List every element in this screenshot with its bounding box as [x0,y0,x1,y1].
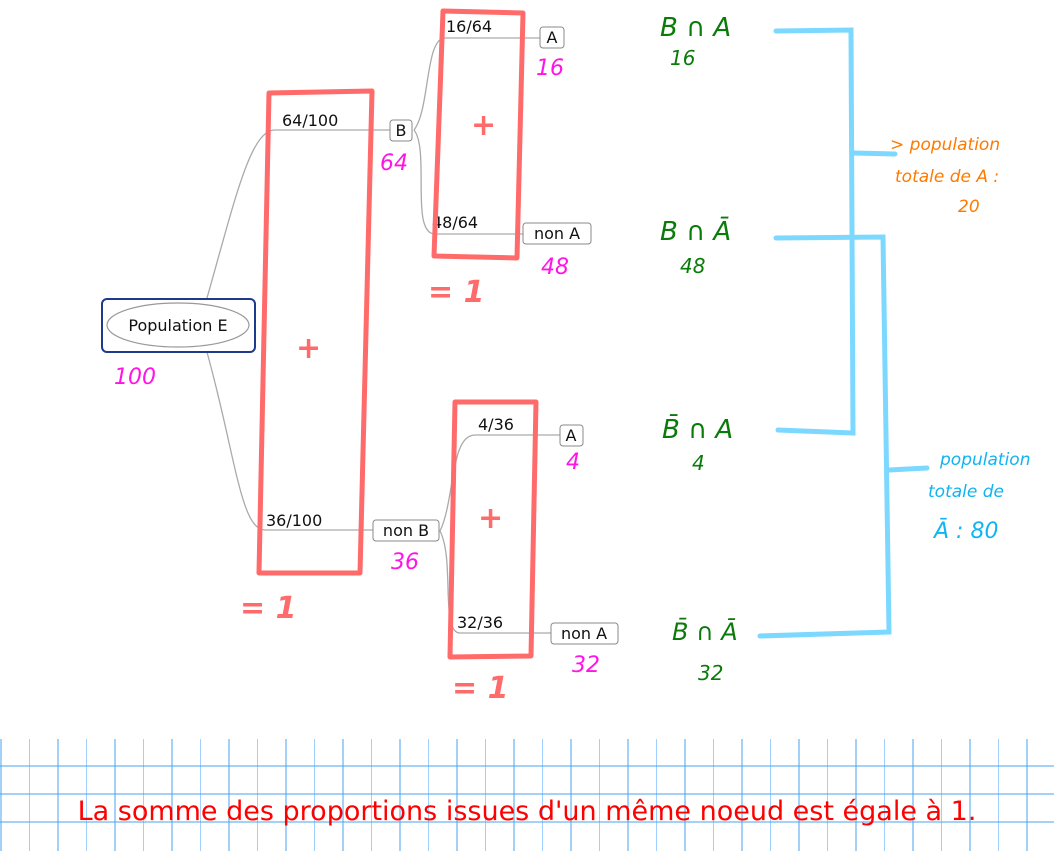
prob-nonb-non-a: 32/36 [457,613,503,632]
plus-sign: + [478,501,503,536]
count-b-non-a: 48 [541,255,569,280]
root-node[interactable]: Population E [101,298,256,353]
intersection-label: B ∩ A [660,13,731,43]
svg-text:20: 20 [958,197,980,217]
count-b: 64 [380,151,408,176]
prob-b-non-a: 48/64 [432,213,478,232]
node-nonb-non-a[interactable]: non A [550,622,619,645]
sum-boxes [256,8,539,660]
sum-one-label: = 1 [428,275,484,310]
svg-text:A: A [547,28,558,47]
svg-text:population: population [939,450,1030,470]
prob-b: 64/100 [282,111,338,130]
footer-note: La somme des proportions issues d'un mêm… [77,796,977,827]
total-a-note: > population totale de A : 20 [890,135,1000,217]
intersection-label: B̄ ∩ Ā [672,617,738,646]
svg-text:B: B [396,121,407,140]
count-non-b: 36 [391,550,419,575]
prob-non-b: 36/100 [266,511,322,530]
plus-sign: + [471,108,496,143]
total-not-a-note: population totale de Ā : 80 [928,450,1030,544]
svg-text:non A: non A [534,224,580,243]
intersection-count: 16 [670,46,695,70]
prob-nonb-a: 4/36 [478,415,514,434]
svg-text:non A: non A [561,624,607,643]
count-root: 100 [114,365,156,390]
plus-sign: + [296,331,321,366]
count-nonb-non-a: 32 [572,653,600,678]
grid-paper [0,739,1054,851]
node-nonb-a[interactable]: A [559,424,584,447]
intersection-count: 48 [680,254,705,278]
node-non-b[interactable]: non B [372,519,440,542]
intersection-label: B ∩ Ā [660,216,731,247]
svg-text:Ā : 80: Ā : 80 [932,519,998,544]
node-b-a[interactable]: A [539,26,565,49]
node-b-non-a[interactable]: non A [522,222,592,245]
node-b[interactable]: B [389,119,413,142]
svg-text:totale de: totale de [928,482,1004,502]
sum-one-label: = 1 [240,591,296,626]
svg-text:> population: > population [890,135,1000,155]
grouping-brackets [757,27,930,639]
prob-b-a: 16/64 [446,17,492,36]
count-b-a: 16 [536,56,564,81]
svg-text:A: A [566,426,577,445]
sum-one-label: = 1 [452,671,508,706]
intersection-count: 4 [692,451,705,475]
intersection-label: B̄ ∩ A [662,413,733,445]
svg-text:non B: non B [383,521,429,540]
svg-text:totale de A :: totale de A : [895,167,999,187]
count-nonb-a: 4 [566,450,580,475]
intersection-count: 32 [698,661,723,685]
root-label: Population E [128,316,227,335]
